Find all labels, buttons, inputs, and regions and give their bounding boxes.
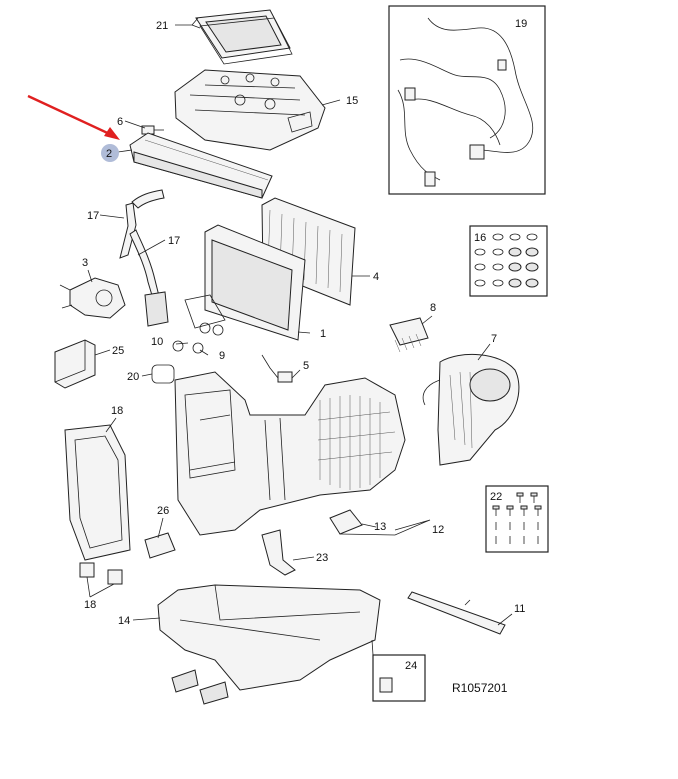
part-2-heater-core bbox=[129, 132, 273, 199]
part-21-gasket bbox=[195, 9, 293, 65]
part-20-seal bbox=[151, 364, 175, 384]
part-7-blower-motor bbox=[422, 353, 520, 466]
callout-7: 7 bbox=[491, 333, 497, 345]
part-17-hose-b bbox=[129, 229, 169, 327]
callout-1: 1 bbox=[320, 328, 326, 340]
callout-9: 9 bbox=[219, 350, 225, 362]
part-11-seal-strip bbox=[407, 591, 506, 635]
callout-24: 24 bbox=[405, 660, 417, 672]
callout-22: 22 bbox=[490, 491, 502, 503]
part-1-evaporator bbox=[184, 224, 306, 341]
part-6-screw bbox=[141, 125, 164, 135]
callout-26: 26 bbox=[157, 505, 169, 517]
callout-11: 11 bbox=[514, 603, 525, 615]
callout-13: 13 bbox=[374, 521, 386, 533]
callout-6: 6 bbox=[117, 116, 123, 128]
part-24-clip bbox=[379, 677, 393, 693]
callout-15: 15 bbox=[346, 95, 358, 107]
part-3-water-valve bbox=[59, 277, 126, 319]
callout-2: 2 bbox=[106, 148, 112, 160]
callout-20: 20 bbox=[127, 371, 139, 383]
callout-10: 10 bbox=[151, 336, 163, 348]
part-2-highlight bbox=[101, 144, 119, 162]
part-13-actuator bbox=[329, 509, 363, 535]
part-26-actuator bbox=[144, 532, 176, 559]
part-10-oring bbox=[172, 340, 184, 352]
part-18-pad-a bbox=[79, 562, 95, 578]
callout-3: 3 bbox=[82, 257, 88, 269]
callout-5: 5 bbox=[303, 360, 309, 372]
callout-19: 19 bbox=[515, 18, 527, 30]
part-18-pad-b bbox=[107, 569, 123, 585]
leader-lines bbox=[86, 17, 513, 656]
part-9-oring bbox=[192, 342, 204, 354]
part-22-screws bbox=[492, 492, 542, 544]
part-15-housing-top bbox=[174, 69, 326, 151]
callout-4: 4 bbox=[373, 271, 379, 283]
callout-17b: 17 bbox=[168, 235, 180, 247]
callout-16: 16 bbox=[474, 232, 486, 244]
red-pointer-arrow bbox=[27, 94, 120, 140]
part-5-sensor bbox=[261, 354, 293, 383]
callout-14: 14 bbox=[118, 615, 130, 627]
callout-23: 23 bbox=[316, 552, 328, 564]
callout-17a: 17 bbox=[87, 210, 99, 222]
callout-18a: 18 bbox=[111, 405, 123, 417]
diagram-reference-code: R1057201 bbox=[452, 681, 508, 695]
callout-18b: 18 bbox=[84, 599, 96, 611]
callout-8: 8 bbox=[430, 302, 436, 314]
part-18-gasket bbox=[64, 424, 131, 561]
callout-21: 21 bbox=[156, 20, 168, 32]
part-8-resistor bbox=[389, 317, 429, 353]
part-23-duct bbox=[261, 529, 296, 576]
callout-12: 12 bbox=[432, 524, 444, 536]
part-14-lower-housing bbox=[157, 584, 381, 705]
callout-25: 25 bbox=[112, 345, 124, 357]
part-17-hose-a bbox=[119, 189, 165, 259]
part-16-orings bbox=[474, 233, 539, 288]
part-19-wiring-harness bbox=[397, 17, 534, 187]
hvac-main-housing bbox=[174, 371, 406, 536]
part-25-module bbox=[54, 339, 96, 389]
